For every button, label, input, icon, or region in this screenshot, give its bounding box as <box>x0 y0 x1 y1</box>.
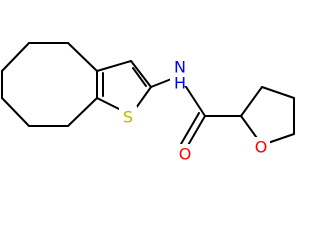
atom-s: S <box>119 106 137 127</box>
bond <box>180 112 200 145</box>
amide-linkage <box>150 75 242 148</box>
nitrogen-label: N <box>174 58 186 77</box>
bond <box>132 67 147 87</box>
ring-oxygen-label: O <box>255 138 268 157</box>
structure-canvas: N H S O O <box>1 42 295 164</box>
bond <box>186 115 206 148</box>
bond <box>96 60 132 72</box>
carbonyl-oxygen-label: O <box>179 145 192 164</box>
sulfur-label: S <box>123 108 133 127</box>
bond <box>261 86 295 99</box>
molecule-drawing: N H S O O <box>1 42 295 164</box>
bond <box>1 42 30 72</box>
bond <box>1 97 30 127</box>
atom-o-carbonyl: O <box>176 144 194 164</box>
bond <box>67 42 98 72</box>
atom-o-ring: O <box>252 137 270 157</box>
nitrogen-hydrogen-label: H <box>174 74 186 93</box>
tetrahydrofuran-ring <box>240 86 295 146</box>
cyclooctane-ring <box>1 42 98 127</box>
bond <box>130 60 152 88</box>
bond <box>67 97 98 127</box>
bond <box>240 86 263 117</box>
atom-nh: N H <box>170 58 192 93</box>
